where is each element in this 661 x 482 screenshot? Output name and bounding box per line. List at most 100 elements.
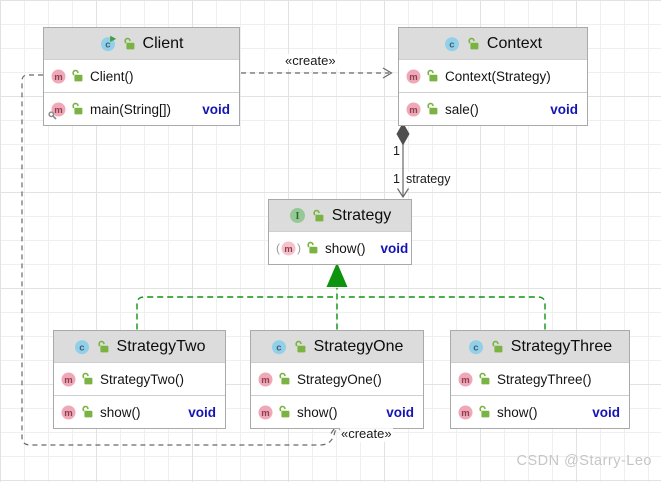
method-signature: StrategyTwo() — [100, 371, 185, 387]
class-title: StrategyThree — [510, 337, 613, 355]
return-type: void — [592, 404, 620, 420]
method-icon: m — [406, 102, 421, 117]
return-type: void — [188, 404, 216, 420]
class-icon: c — [444, 35, 461, 52]
class-icon: c — [468, 338, 485, 355]
return-type: void — [550, 101, 578, 117]
method-icon: m — [258, 372, 273, 387]
method-icon: m — [458, 405, 473, 420]
svg-text:m: m — [261, 374, 269, 385]
realization-strategies-edge — [136, 262, 546, 330]
method-row[interactable]: m Context(Strategy) — [399, 59, 587, 92]
method-icon-group: m — [258, 405, 273, 420]
edge-label-multiplicity-source: 1 — [385, 144, 401, 159]
class-header-context[interactable]: c Context — [399, 28, 587, 59]
svg-text:c: c — [276, 343, 282, 354]
edge-label-role-strategy: strategy — [405, 172, 452, 187]
method-icon: m — [258, 405, 273, 420]
method-icon-group: m — [51, 69, 66, 84]
lock-open-icon — [426, 102, 440, 116]
composition-context-strategy-edge — [396, 122, 410, 199]
svg-text:m: m — [409, 104, 417, 115]
svg-text:c: c — [449, 40, 455, 51]
entry-point-icon — [48, 110, 57, 120]
class-header-strategy-one[interactable]: c StrategyOne — [251, 331, 423, 362]
method-row[interactable]: (m)show()void — [269, 231, 411, 264]
realization-arrowhead — [326, 262, 348, 287]
method-icon-group: m — [61, 405, 76, 420]
svg-text:m: m — [261, 407, 269, 418]
class-runnable-icon: c — [100, 35, 117, 52]
svg-text:c: c — [473, 343, 479, 354]
method-signature: Client() — [90, 68, 134, 84]
method-signature: show() — [297, 404, 338, 420]
method-row[interactable]: m StrategyOne() — [251, 362, 423, 395]
method-signature: show() — [325, 240, 366, 256]
svg-text:m: m — [64, 374, 72, 385]
method-signature: show() — [497, 404, 538, 420]
svg-text:m: m — [409, 71, 417, 82]
lock-open-icon — [312, 209, 326, 223]
lock-open-icon — [278, 372, 292, 386]
method-signature: sale() — [445, 101, 479, 117]
method-icon: m — [406, 69, 421, 84]
lock-open-icon — [81, 372, 95, 386]
edge-label-create-top: «create» — [284, 53, 337, 69]
svg-text:m: m — [54, 71, 62, 82]
lock-open-icon — [71, 69, 85, 83]
class-header-strategy-three[interactable]: c StrategyThree — [451, 331, 629, 362]
watermark: CSDN @Starry-Leo — [516, 453, 652, 469]
class-header-client[interactable]: c Client — [44, 28, 239, 59]
lock-open-icon — [478, 372, 492, 386]
method-icon: m — [51, 69, 66, 84]
svg-text:m: m — [64, 407, 72, 418]
method-row[interactable]: m Client() — [44, 59, 239, 92]
lock-open-icon — [278, 405, 292, 419]
method-signature: StrategyOne() — [297, 371, 382, 387]
method-signature: StrategyThree() — [497, 371, 592, 387]
method-signature: main(String[]) — [90, 101, 172, 117]
lock-open-icon — [71, 102, 85, 116]
edge-label-multiplicity-target: 1 — [385, 172, 401, 187]
method-icon-group: m — [61, 372, 76, 387]
lock-open-icon — [467, 37, 481, 51]
method-icon: m — [51, 102, 66, 117]
method-row[interactable]: m show() void — [54, 395, 225, 428]
method-signature: Context(Strategy) — [445, 68, 551, 84]
lock-open-icon — [294, 340, 308, 354]
method-icon-group: m — [406, 69, 421, 84]
method-row[interactable]: m show() void — [451, 395, 629, 428]
method-icon: m — [61, 372, 76, 387]
svg-text:c: c — [79, 343, 85, 354]
class-title: Client — [142, 34, 184, 52]
lock-open-icon — [306, 241, 320, 255]
abstract-method-icon: m — [281, 241, 296, 256]
lock-open-icon — [97, 340, 111, 354]
class-title: StrategyOne — [313, 337, 404, 355]
method-row[interactable]: m sale() void — [399, 92, 587, 125]
method-signature: show() — [100, 404, 141, 420]
edge-label-create-bottom: «create» — [340, 426, 393, 442]
lock-open-icon — [81, 405, 95, 419]
lock-open-icon — [426, 69, 440, 83]
svg-text:m: m — [461, 407, 469, 418]
class-title: Context — [486, 34, 543, 52]
class-box-context[interactable]: c Context m Context(Strategy) m sale() void — [398, 27, 588, 126]
class-icon: c — [271, 338, 288, 355]
lock-open-icon — [123, 37, 137, 51]
method-row[interactable]: m StrategyTwo() — [54, 362, 225, 395]
method-icon: m — [61, 405, 76, 420]
method-icon-group: m — [48, 102, 66, 120]
class-icon: c — [74, 338, 91, 355]
